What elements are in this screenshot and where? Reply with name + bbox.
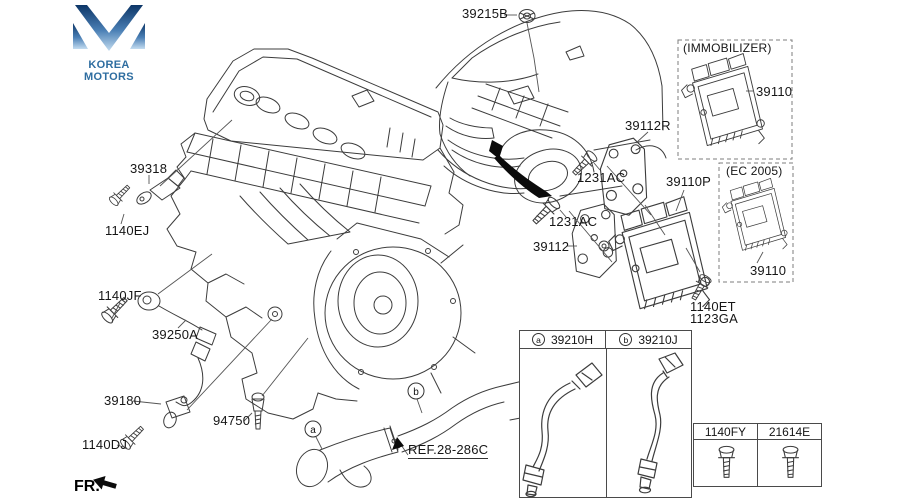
part-label-ecu-ec2005: 39110 bbox=[750, 263, 787, 278]
brand-logo-text: KOREA MOTORS bbox=[84, 59, 134, 83]
part-number-39210h: 39210H bbox=[550, 332, 594, 347]
fr-direction-label: FR. bbox=[74, 478, 100, 495]
camshaft-bolt-part bbox=[107, 181, 134, 208]
header-cell-1140fy: 1140FY bbox=[694, 424, 757, 439]
svg-text:b: b bbox=[413, 387, 419, 398]
ecu-bolt-part bbox=[687, 272, 714, 303]
part-label-camshaft-bolt: 1140EJ bbox=[105, 223, 150, 238]
camshaft-sensor-part bbox=[136, 169, 185, 205]
part-label-crankshaft-bolt: 1140DJ bbox=[82, 437, 128, 452]
bolt-1140fy-cell bbox=[694, 440, 757, 486]
grommet-part bbox=[518, 9, 536, 23]
car-drawing bbox=[435, 10, 667, 204]
oxygen-sensor-b-drawing bbox=[637, 352, 684, 494]
oxygen-sensor-table-header: a 39210H b 39210J bbox=[520, 331, 691, 349]
part-label-ecu-bolt-alt: 1123GA bbox=[690, 311, 738, 326]
svg-text:a: a bbox=[310, 425, 316, 436]
bolt-21614e-drawing bbox=[781, 445, 799, 478]
part-label-knock-bolt: 1140JF bbox=[98, 288, 142, 303]
bolt-table: 1140FY 21614E bbox=[693, 423, 822, 487]
callout-a-badge: a bbox=[531, 333, 545, 346]
part-number-39210j: 39210J bbox=[638, 332, 678, 347]
part-label-knock-sensor: 39250A bbox=[152, 327, 199, 342]
header-cell-21614e: 21614E bbox=[757, 424, 821, 439]
part-label-crankshaft-sensor: 39180 bbox=[104, 393, 142, 408]
callout-b-badge: b bbox=[619, 333, 633, 346]
bolt-table-header: 1140FY 21614E bbox=[694, 424, 821, 440]
bolt-21614e-cell bbox=[757, 440, 821, 486]
part-label-grommet: 39215B bbox=[462, 6, 509, 21]
oxygen-sensor-a-drawing bbox=[522, 362, 603, 497]
immobilizer-box bbox=[677, 39, 793, 160]
part-label-bracket-lower: 39112 bbox=[533, 239, 570, 254]
part-label-bracket-upper: 39112R bbox=[625, 118, 671, 133]
oil-pressure-switch-part bbox=[251, 392, 265, 430]
part-label-ecu-assembly: 39110P bbox=[666, 174, 712, 189]
part-label-ecu-bolt: 1140ET bbox=[690, 299, 736, 314]
box-title-ec2005: (EC 2005) bbox=[726, 164, 783, 178]
leader-lines bbox=[111, 14, 764, 456]
brand-logo-mark-icon bbox=[73, 5, 145, 51]
oxygen-sensor-a-cell bbox=[520, 349, 606, 497]
part-label-bolt-lower: 1231AC bbox=[549, 214, 598, 229]
ecu-immobilizer-part bbox=[681, 53, 765, 146]
ecu-ec2005-part bbox=[721, 177, 788, 251]
part-number-1140fy: 1140FY bbox=[704, 424, 747, 439]
brand-logo: KOREA MOTORS bbox=[66, 3, 152, 83]
header-cell-39210h: a 39210H bbox=[520, 331, 605, 348]
bolt-1140fy-drawing bbox=[717, 445, 735, 478]
part-label-ecu-immobilizer: 39110 bbox=[756, 84, 793, 99]
part-label-bolt-upper: 1231AC bbox=[577, 170, 626, 185]
oxygen-sensor-b-cell bbox=[606, 349, 693, 497]
fr-direction-arrow-icon bbox=[93, 476, 117, 490]
part-label-camshaft-sensor: 39318 bbox=[130, 161, 168, 176]
part-label-oil-switch: 94750 bbox=[213, 413, 251, 428]
crankshaft-sensor-part bbox=[163, 395, 191, 429]
knock-sensor-part bbox=[137, 291, 217, 407]
header-cell-39210j: b 39210J bbox=[605, 331, 691, 348]
engine-drawing bbox=[166, 48, 476, 420]
callout-b: b bbox=[407, 382, 425, 400]
part-number-21614e: 21614E bbox=[768, 424, 811, 439]
exhaust-reference-label: REF.28-286C bbox=[408, 442, 489, 459]
oxygen-sensor-table: a 39210H b 39210J bbox=[519, 330, 692, 498]
callout-a: a bbox=[304, 420, 322, 438]
box-title-immobilizer: (IMMOBILIZER) bbox=[683, 41, 772, 55]
ec2005-box bbox=[718, 162, 794, 283]
